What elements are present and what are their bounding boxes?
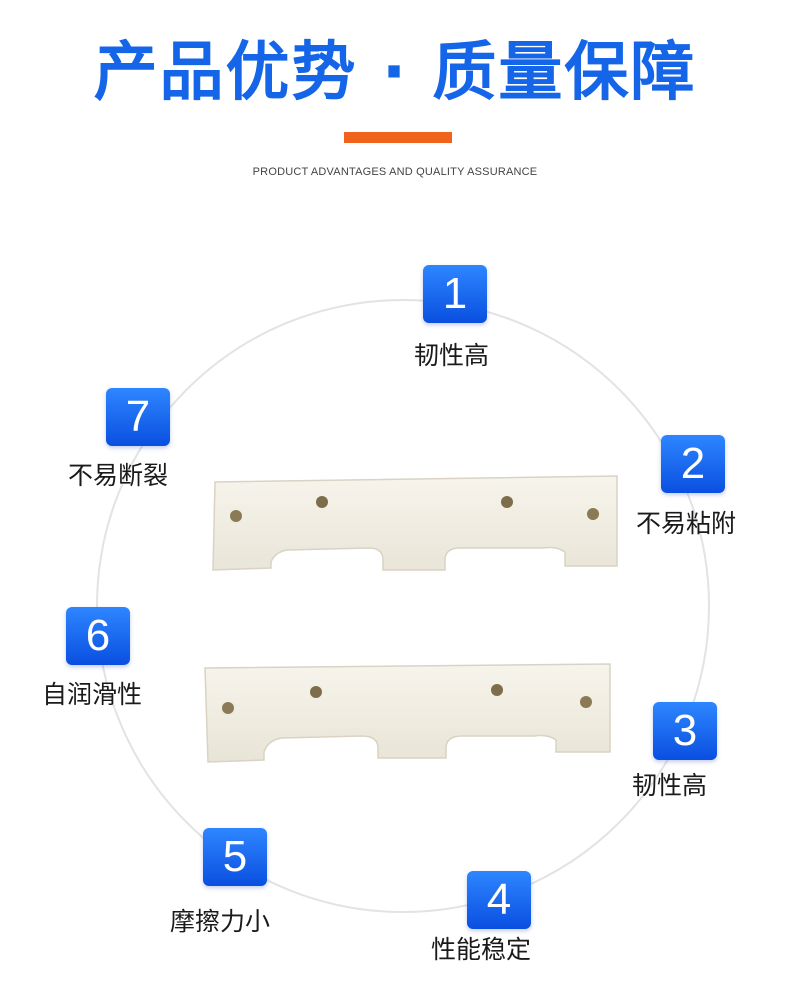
feature-badge-4: 4 — [467, 871, 531, 929]
feature-badge-1: 1 — [423, 265, 487, 323]
feature-badge-5: 5 — [203, 828, 267, 886]
feature-label-6: 自润滑性 — [42, 680, 143, 709]
feature-badge-3: 3 — [653, 702, 717, 760]
product-plate-top — [212, 475, 618, 571]
feature-label-3: 韧性高 — [632, 771, 708, 800]
feature-badge-2: 2 — [661, 435, 725, 493]
page-title: 产品优势 · 质量保障 — [93, 36, 697, 110]
product-plate-bottom — [204, 663, 611, 763]
feature-badge-6: 6 — [66, 607, 130, 665]
page-subtitle: PRODUCT ADVANTAGES AND QUALITY ASSURANCE — [252, 166, 538, 178]
feature-label-1: 韧性高 — [414, 341, 490, 370]
feature-label-2: 不易粘附 — [636, 509, 737, 538]
feature-badge-7: 7 — [106, 388, 170, 446]
title-accent-bar — [344, 132, 452, 143]
feature-label-5: 摩擦力小 — [170, 907, 271, 936]
feature-label-7: 不易断裂 — [68, 461, 169, 490]
feature-label-4: 性能稳定 — [431, 935, 532, 964]
